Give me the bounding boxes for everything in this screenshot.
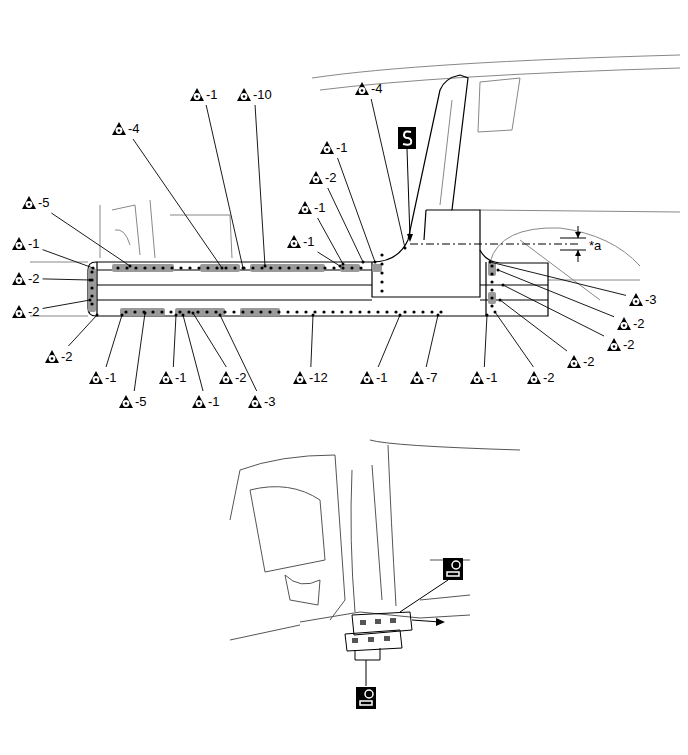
leader-line	[338, 158, 375, 262]
callout-number: -1	[486, 370, 498, 385]
weld-icon	[309, 171, 323, 184]
leader-line	[106, 315, 122, 367]
leader-line	[255, 105, 265, 266]
weld-symbol	[400, 558, 463, 612]
weld-icon	[159, 371, 173, 384]
leader-line	[173, 315, 176, 367]
weld-icon	[22, 196, 36, 209]
callout-number: -2	[61, 349, 73, 364]
callout-number: -2	[28, 271, 40, 286]
weld-icon	[410, 371, 424, 384]
leader-line	[134, 313, 145, 391]
callout-number: -1	[314, 200, 326, 215]
weld-icon	[12, 305, 26, 318]
leader-line	[43, 279, 90, 280]
leader-line	[378, 315, 400, 367]
weld-icon	[355, 82, 369, 95]
callout-number: -7	[426, 370, 438, 385]
callout-number: -4	[371, 81, 383, 96]
callout-number: -2	[583, 354, 595, 369]
callout-number: -1	[303, 234, 315, 249]
weld-icon	[248, 395, 262, 408]
weld-icon	[45, 350, 59, 363]
weld-icon	[190, 88, 204, 101]
callout-number: -3	[645, 292, 657, 307]
leader-line	[311, 315, 313, 367]
leader-line	[495, 312, 533, 367]
callout-number: -2	[633, 316, 645, 331]
leader-line	[484, 315, 487, 367]
weld-icon	[629, 293, 643, 306]
leader-line	[193, 313, 226, 367]
leader-line	[500, 300, 567, 351]
callout-number: -1	[206, 87, 218, 102]
weld-icon	[89, 371, 103, 384]
weld-icon	[607, 338, 621, 351]
leader-line	[206, 105, 243, 268]
weld-symbol	[355, 648, 380, 709]
leader-line	[328, 188, 363, 262]
leader-line	[43, 300, 90, 308]
callout-number: -2	[325, 170, 337, 185]
weld-icon	[119, 395, 133, 408]
weld-icon	[617, 317, 631, 330]
callout-number: -1	[105, 370, 117, 385]
weld-icon	[12, 272, 26, 285]
weld-icon	[12, 237, 26, 250]
callout-number: -5	[135, 394, 147, 409]
weld-icon	[192, 395, 206, 408]
leader-line	[68, 315, 97, 346]
callout-number: -2	[28, 304, 40, 319]
callout-number: -4	[128, 121, 140, 136]
weld-icon	[237, 88, 251, 101]
leader-line	[371, 99, 405, 248]
weld-icon	[567, 355, 581, 368]
weld-icon	[360, 371, 374, 384]
callout-number: -1	[208, 394, 220, 409]
leader-line	[318, 252, 340, 266]
sealer-symbol	[398, 127, 416, 242]
weld-icon	[320, 141, 334, 154]
weld-icon	[287, 235, 301, 248]
callout-number: -1	[336, 140, 348, 155]
leader-line	[490, 262, 626, 295]
callout-number: -2	[235, 370, 247, 385]
weld-icon	[219, 371, 233, 384]
leader-line	[426, 315, 438, 367]
weld-icon	[298, 201, 312, 214]
leader-line	[220, 315, 257, 391]
weld-icon	[112, 122, 126, 135]
leader-line	[318, 218, 343, 264]
callout-number: -3	[264, 394, 276, 409]
dimension-label: *a	[589, 238, 601, 253]
weld-icon	[527, 371, 541, 384]
leader-line	[51, 213, 130, 266]
callout-number: -1	[376, 370, 388, 385]
callout-number: -12	[309, 370, 328, 385]
weld-icon	[293, 371, 307, 384]
callout-number: -5	[38, 195, 50, 210]
callout-number: -1	[28, 236, 40, 251]
leader-line	[498, 270, 614, 317]
leader-line	[133, 139, 222, 268]
callout-number: -10	[253, 87, 272, 102]
weld-icon	[470, 371, 484, 384]
leader-line	[43, 250, 93, 268]
callout-number: -2	[623, 337, 635, 352]
callout-number: -2	[543, 370, 555, 385]
callout-number: -1	[175, 370, 187, 385]
